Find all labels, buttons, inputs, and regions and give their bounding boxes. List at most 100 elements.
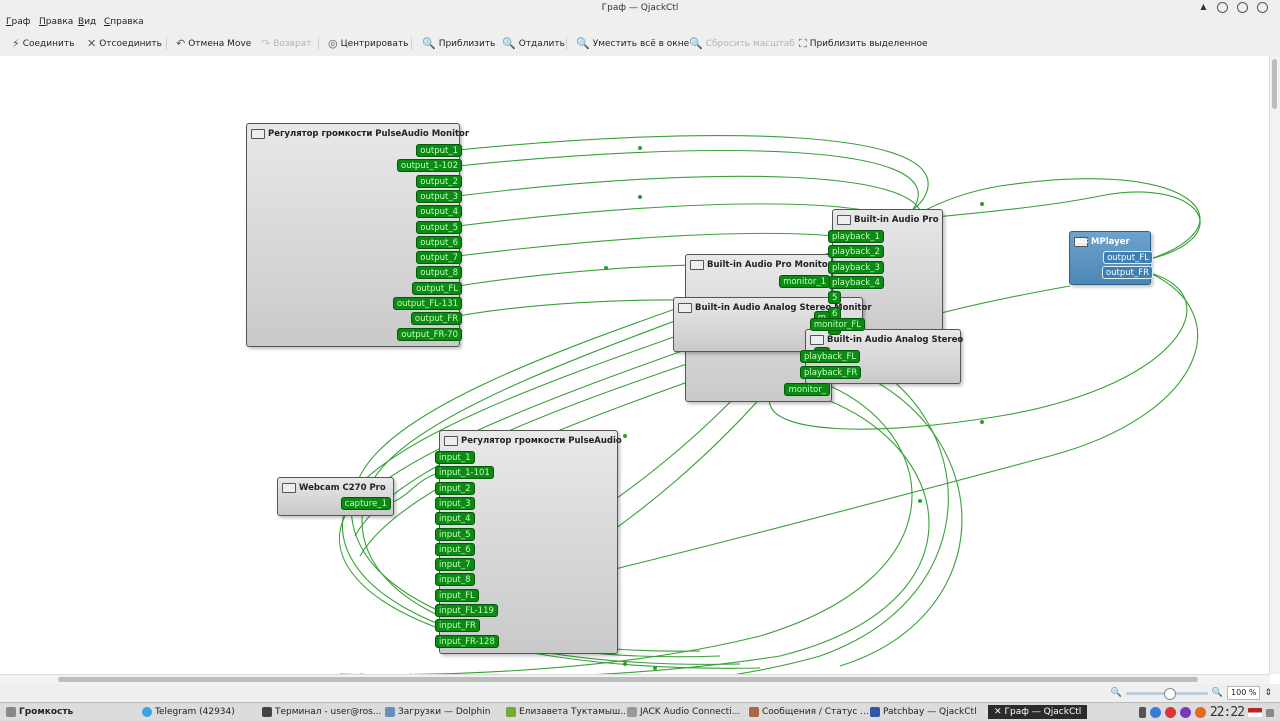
vertical-scrollbar[interactable]	[1269, 56, 1280, 674]
task-label: JACK Audio Connecti...	[640, 707, 741, 717]
pa-port[interactable]: input_FR-128	[435, 634, 499, 648]
language-flag-icon[interactable]	[1248, 708, 1262, 717]
pro-port[interactable]: playback_4	[828, 275, 884, 289]
folder-icon	[385, 707, 395, 717]
network-icon[interactable]	[1149, 707, 1161, 718]
analog-monitor-port[interactable]: monitor_FL	[809, 318, 865, 331]
disconnect-button[interactable]: ✕Отсоединить	[87, 37, 162, 50]
task-patchbay[interactable]: Patchbay — QjackCtl	[870, 705, 977, 719]
pa-port[interactable]: input_FL-119	[435, 604, 498, 617]
connect-button[interactable]: ⚡Соединить	[12, 37, 74, 50]
mplayer-port[interactable]: output_FR	[1101, 266, 1153, 279]
scrollbar-thumb[interactable]	[58, 677, 1198, 682]
pa-port[interactable]: input_6	[435, 542, 475, 556]
analog-port[interactable]: playback_FL	[800, 350, 861, 363]
firefox-icon[interactable]	[1194, 707, 1206, 718]
pa-port[interactable]: input_7	[435, 558, 475, 572]
task-volume[interactable]: Громкость	[6, 705, 73, 719]
update-icon[interactable]	[1164, 707, 1176, 718]
pa-port[interactable]: input_3	[435, 496, 475, 510]
maximize-button[interactable]	[1237, 2, 1248, 13]
zoom-reset-button[interactable]: 🔍Сбросить масштаб	[689, 37, 795, 50]
pa-port[interactable]: input_2	[435, 481, 475, 495]
jack-icon	[627, 707, 637, 717]
redo-button[interactable]: ↷Возврат	[261, 37, 311, 50]
horizontal-scrollbar[interactable]	[0, 674, 1270, 685]
node-header: Регулятор громкости PulseAudio Monitor	[251, 129, 469, 139]
pa-monitor-port[interactable]: output_7	[416, 251, 462, 265]
task-terminal[interactable]: Терминал - user@ros...	[262, 705, 381, 719]
task-telegram[interactable]: Telegram (42934)	[142, 705, 235, 719]
zoom-slider[interactable]	[1125, 687, 1208, 700]
pa-monitor-port[interactable]: output_1-102	[397, 159, 462, 173]
scrollbar-thumb[interactable]	[1272, 59, 1277, 109]
task-messages[interactable]: Сообщения / Статус ...	[749, 705, 869, 719]
disconnect-label: Отсоединить	[99, 38, 162, 49]
pro-port[interactable]: playback_2	[828, 245, 884, 259]
minimize-button[interactable]	[1217, 2, 1228, 13]
zoom-fit-button[interactable]: 🔍Уместить всё в окне	[576, 37, 689, 50]
window-title: Граф — QjackCtl	[601, 3, 679, 13]
pro-port[interactable]: playback_1	[828, 230, 884, 243]
menu-graph[interactable]: Граф	[6, 17, 31, 27]
pa-monitor-port[interactable]: output_6	[416, 235, 462, 249]
pa-monitor-port[interactable]: output_8	[416, 266, 462, 280]
zoom-selected-button[interactable]: ⛶Приблизить выделенное	[799, 37, 928, 51]
node-header: Built-in Audio Analog Stereo Monitor	[678, 303, 872, 313]
pa-monitor-port[interactable]: output_5	[416, 220, 462, 234]
pa-monitor-port[interactable]: output_1	[416, 144, 462, 157]
pa-port[interactable]: input_8	[435, 573, 475, 587]
task-graph[interactable]: ✕Граф — QjackCtl	[988, 705, 1088, 719]
zoom-value[interactable]: 100 %	[1227, 686, 1261, 700]
system-tray: 22:22	[1138, 705, 1274, 720]
pro-monitor-port[interactable]: monitor_	[784, 383, 830, 396]
expand-tray-icon[interactable]	[1266, 708, 1274, 717]
pa-port[interactable]: input_4	[435, 512, 475, 526]
graph-canvas[interactable]: Регулятор громкости PulseAudio Monitor Р…	[0, 56, 1270, 674]
zoom-out-small-icon[interactable]: 🔍	[1110, 688, 1122, 698]
connect-label: Соединить	[22, 38, 75, 49]
pa-monitor-port[interactable]: output_FR-70	[397, 327, 462, 341]
task-chat[interactable]: Елизавета Туктамыш...	[506, 705, 629, 719]
pa-monitor-port[interactable]: output_FR	[410, 312, 462, 326]
undo-button[interactable]: ↶Отмена Move	[176, 37, 251, 50]
pa-port[interactable]: input_FR	[435, 619, 480, 633]
analog-port[interactable]: playback_FR	[800, 365, 862, 379]
task-dolphin[interactable]: Загрузки — Dolphin	[385, 705, 490, 719]
webcam-port[interactable]: capture_1	[340, 497, 391, 510]
clock[interactable]: 22:22	[1209, 705, 1245, 720]
pa-port[interactable]: input_1	[435, 451, 475, 464]
toolbar-separator	[166, 37, 167, 50]
pa-monitor-port[interactable]: output_3	[416, 189, 462, 203]
jack-client-icon	[810, 335, 824, 345]
pa-port[interactable]: input_1-101	[435, 466, 494, 480]
keep-above-icon[interactable]: ▲	[1200, 2, 1207, 11]
pa-monitor-port[interactable]: output_FL-131	[392, 297, 462, 310]
pro-port[interactable]: playback_3	[828, 260, 884, 274]
pa-port[interactable]: input_FL	[435, 588, 479, 602]
zoom-slider-handle[interactable]	[1163, 687, 1176, 700]
menu-help[interactable]: Справка	[104, 17, 144, 27]
pro-port[interactable]: 5	[828, 291, 842, 305]
pa-monitor-port[interactable]: output_2	[416, 174, 462, 188]
node-title: Регулятор громкости PulseAudio Monitor	[268, 129, 470, 139]
zoom-out-button[interactable]: 🔍Отдалить	[502, 37, 565, 50]
center-button[interactable]: ◎Центрировать	[328, 37, 408, 50]
battery-icon[interactable]	[1138, 707, 1146, 718]
pro-monitor-port[interactable]: monitor_1	[779, 275, 830, 288]
zoom-in-small-icon[interactable]: 🔍	[1211, 688, 1224, 698]
task-jack[interactable]: JACK Audio Connecti...	[627, 705, 740, 719]
mplayer-port[interactable]: output_FL	[1103, 251, 1153, 264]
zoom-in-button[interactable]: 🔍Приблизить	[422, 37, 495, 50]
pa-monitor-port[interactable]: output_4	[416, 205, 462, 219]
menu-edit[interactable]: Правка	[39, 17, 74, 27]
pa-port[interactable]: input_5	[435, 527, 475, 541]
redo-icon: ↷	[261, 37, 271, 50]
center-label: Центрировать	[340, 38, 409, 49]
menu-view[interactable]: Вид	[78, 17, 97, 27]
pa-monitor-port[interactable]: output_FL	[412, 281, 462, 295]
music-icon[interactable]	[1179, 707, 1191, 718]
task-label: Patchbay — QjackCtl	[883, 707, 977, 717]
spin-icon[interactable]: ⇕	[1264, 688, 1272, 698]
close-button[interactable]	[1257, 2, 1268, 13]
